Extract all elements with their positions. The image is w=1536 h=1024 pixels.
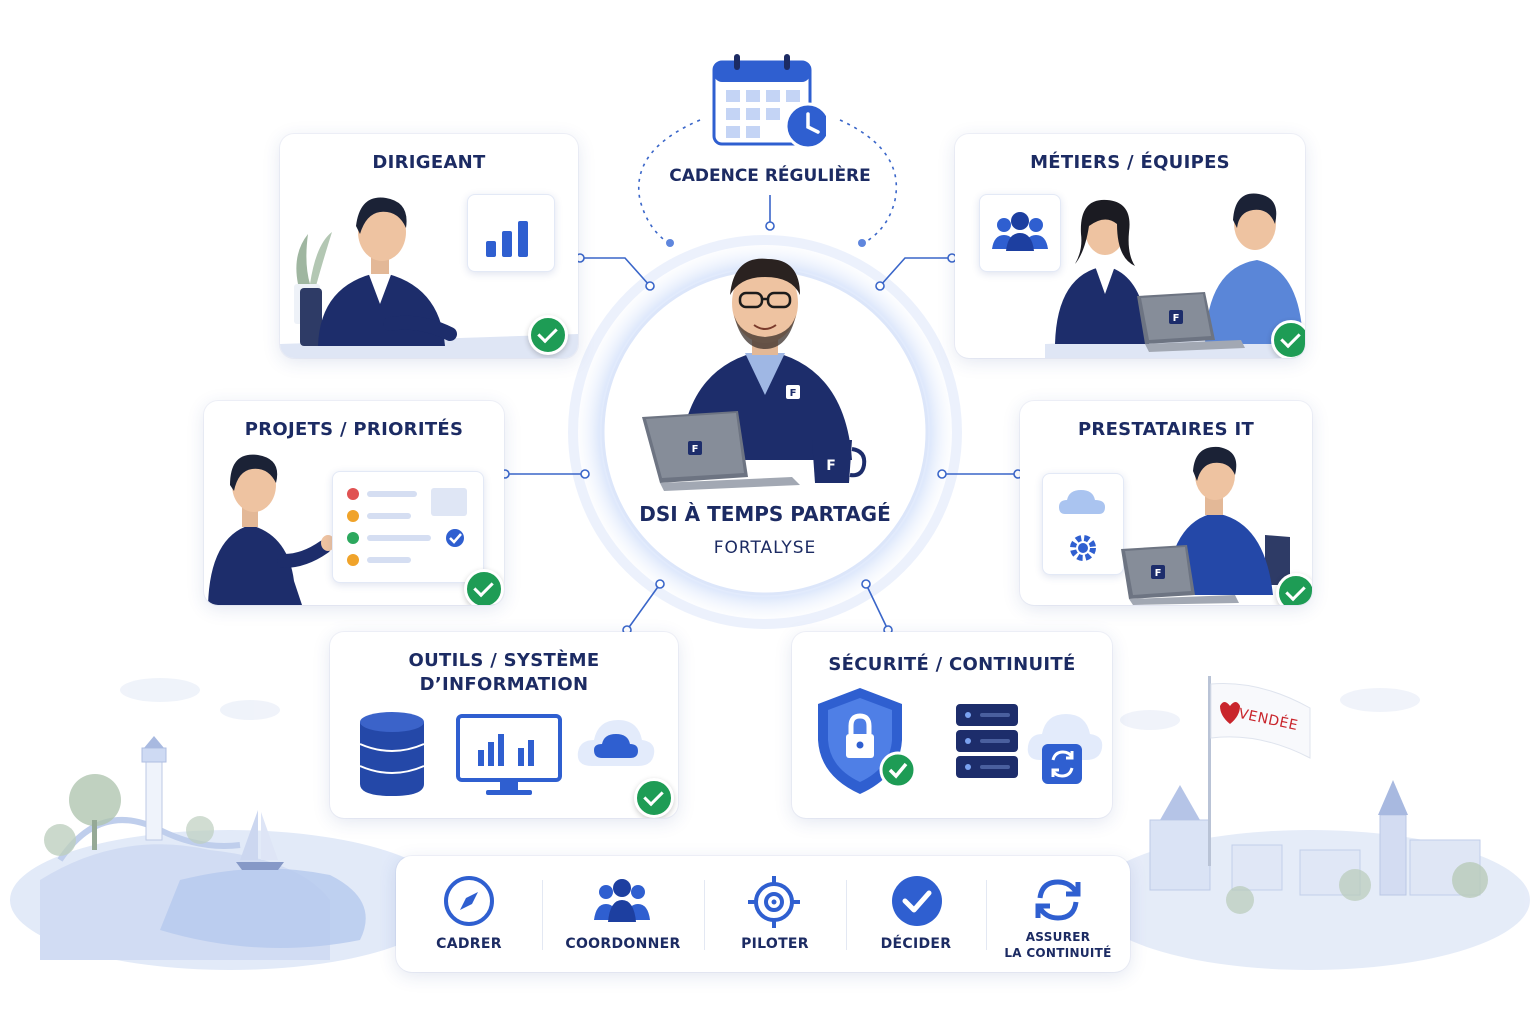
cadence-label: CADENCE RÉGULIÈRE (669, 166, 871, 186)
town-scene (1090, 688, 1530, 970)
card-title: PRESTATAIRES IT (1077, 419, 1255, 440)
card-title: MÉTIERS / ÉQUIPES (1030, 152, 1230, 173)
action-label-line2: LA CONTINUITÉ (1004, 946, 1112, 960)
dsi-consultant: F F F (630, 245, 900, 495)
card-title: SÉCURITÉ / CONTINUITÉ (828, 654, 1076, 675)
target-icon (748, 876, 800, 928)
center-subtitle: FORTALYSE (713, 538, 817, 558)
card-outils: OUTILS / SYSTÈME D’INFORMATION (330, 632, 678, 818)
group-icon (979, 194, 1061, 272)
team-at-laptop: F (1045, 193, 1305, 358)
bar-chart-icon (467, 194, 555, 272)
action-label: CADRER (436, 936, 502, 952)
card-dirigeant: DIRIGEANT (280, 134, 578, 358)
center-title: DSI À TEMPS PARTAGÉ (639, 502, 891, 526)
server-icon (956, 704, 1018, 778)
cloud-gear-icon (1042, 473, 1124, 575)
card-securite: SÉCURITÉ / CONTINUITÉ (792, 632, 1112, 818)
shield-lock-icon (818, 688, 917, 794)
action-label-line1: ASSURER (1025, 930, 1091, 944)
mug-logo: F (826, 458, 836, 474)
check-circle-icon (892, 876, 942, 926)
check-badge-icon (1271, 320, 1305, 358)
task-board-icon (332, 471, 484, 583)
action-label: COORDONNER (565, 936, 681, 952)
check-badge-icon (634, 778, 674, 818)
jacket-logo: F (790, 388, 797, 399)
vendee-flag: VENDÉE (1200, 672, 1320, 872)
card-metiers: MÉTIERS / ÉQUIPES F (955, 134, 1305, 358)
executive-person (280, 197, 578, 358)
check-badge-icon (464, 569, 504, 605)
refresh-icon (1035, 879, 1081, 921)
compass-icon (444, 876, 494, 926)
calendar-clock-icon (706, 52, 832, 152)
laptop-logo: F (692, 444, 699, 455)
coastal-scene (10, 678, 450, 970)
connector-lines (500, 195, 1023, 635)
card-prestataires: PRESTATAIRES IT F (1020, 401, 1312, 605)
laptop-logo: F (1173, 313, 1180, 324)
cloud-sync-icon (1027, 714, 1103, 784)
monitor-chart-icon (456, 714, 562, 795)
team-icon (594, 879, 650, 922)
presenter-person (208, 454, 334, 605)
card-title: PROJETS / PRIORITÉS (244, 419, 464, 440)
action-label: DÉCIDER (880, 936, 952, 952)
database-icon (359, 712, 425, 796)
card-title: DIRIGEANT (372, 152, 486, 173)
check-badge-icon (528, 315, 568, 355)
card-projets: PROJETS / PRIORITÉS (204, 401, 504, 605)
action-bar: CADRER COORDONNER PILOTER DÉCIDER ASSURE… (396, 856, 1130, 972)
action-label: PILOTER (741, 936, 809, 952)
provider-person: F (1121, 446, 1290, 605)
cloud-icon (577, 720, 655, 766)
card-title-line2: D’INFORMATION (419, 674, 589, 695)
card-title-line1: OUTILS / SYSTÈME (408, 650, 600, 671)
laptop-logo: F (1155, 568, 1162, 579)
check-badge-icon (1276, 573, 1312, 605)
